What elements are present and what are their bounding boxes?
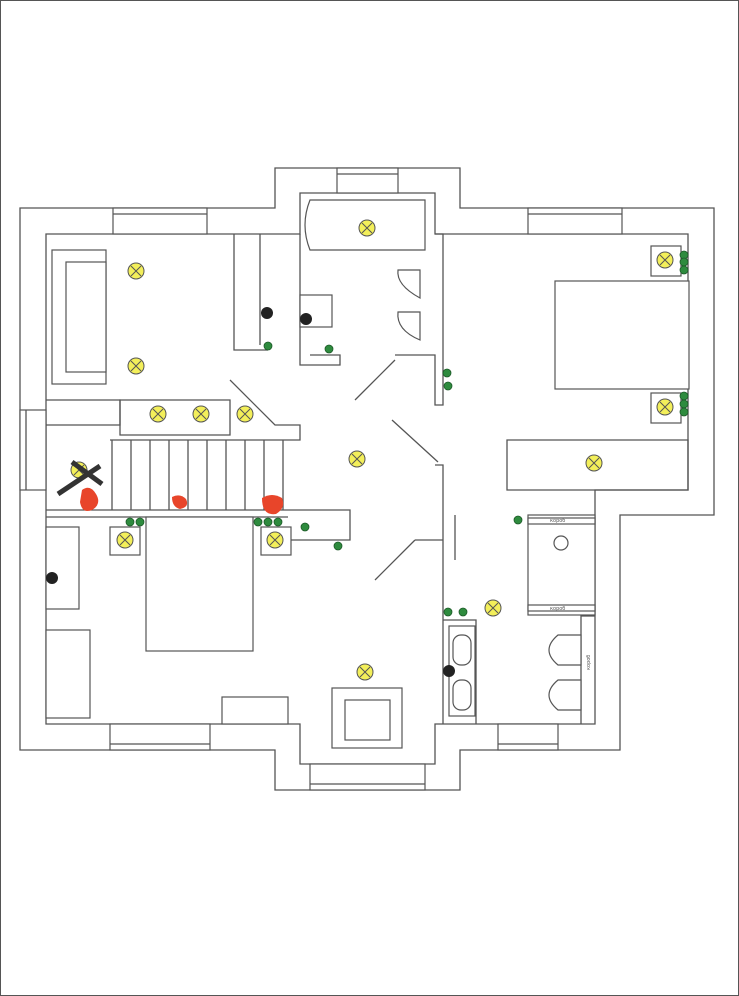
ceiling-light-icon — [358, 219, 376, 237]
switch-icon — [679, 407, 689, 417]
ceiling-light-icon — [266, 531, 284, 549]
red-mark — [172, 495, 188, 509]
switch-icon — [125, 517, 135, 527]
switch-icon — [679, 391, 689, 401]
bed-right — [554, 280, 690, 390]
ceiling-light-icon — [149, 405, 167, 423]
switch-icon — [679, 257, 689, 267]
socket-icon — [261, 307, 273, 319]
switch-icon — [442, 368, 452, 378]
socket-icon — [300, 313, 312, 325]
sockets — [46, 307, 455, 677]
switch-icon — [263, 341, 273, 351]
duct-label: короб — [550, 518, 565, 524]
ceiling-light-icon — [116, 531, 134, 549]
switch-icon — [273, 517, 283, 527]
red-mark — [262, 495, 284, 515]
switch-icon — [135, 517, 145, 527]
ceiling-light-icon — [484, 599, 502, 617]
ceiling-light-icon — [656, 398, 674, 416]
red-marks — [80, 487, 284, 515]
switches — [125, 250, 689, 617]
socket-icon — [443, 665, 455, 677]
ceiling-light-icon — [127, 262, 145, 280]
socket-icon — [46, 572, 58, 584]
removed-light-cross — [56, 459, 104, 497]
switch-icon — [333, 541, 343, 551]
switch-icon — [324, 344, 334, 354]
switch-icon — [513, 515, 523, 525]
ceiling-light-icon — [127, 357, 145, 375]
switch-icon — [443, 381, 453, 391]
duct-label: короб — [586, 655, 592, 670]
duct-label: короб — [550, 606, 565, 612]
interior-walls — [46, 233, 689, 724]
switch-icon — [679, 399, 689, 409]
switch-icon — [263, 517, 273, 527]
switch-icon — [679, 265, 689, 275]
toilet — [397, 269, 421, 341]
stairs — [111, 440, 284, 510]
ceiling-light-icon — [356, 663, 374, 681]
ceiling-light-icon — [192, 405, 210, 423]
switch-icon — [443, 607, 453, 617]
switch-icon — [458, 607, 468, 617]
ceiling-light-icon — [656, 251, 674, 269]
windows — [19, 167, 623, 791]
ceiling-lights — [70, 219, 674, 681]
ceiling-light-icon — [236, 405, 254, 423]
bed-left — [145, 516, 254, 652]
switch-icon — [300, 522, 310, 532]
ceiling-light-icon — [348, 450, 366, 468]
ceiling-light-icon — [585, 454, 603, 472]
red-mark — [80, 487, 99, 511]
switch-icon — [253, 517, 263, 527]
shower — [527, 514, 596, 616]
bench — [221, 696, 289, 725]
wardrobe — [45, 629, 91, 719]
desk — [45, 526, 80, 610]
